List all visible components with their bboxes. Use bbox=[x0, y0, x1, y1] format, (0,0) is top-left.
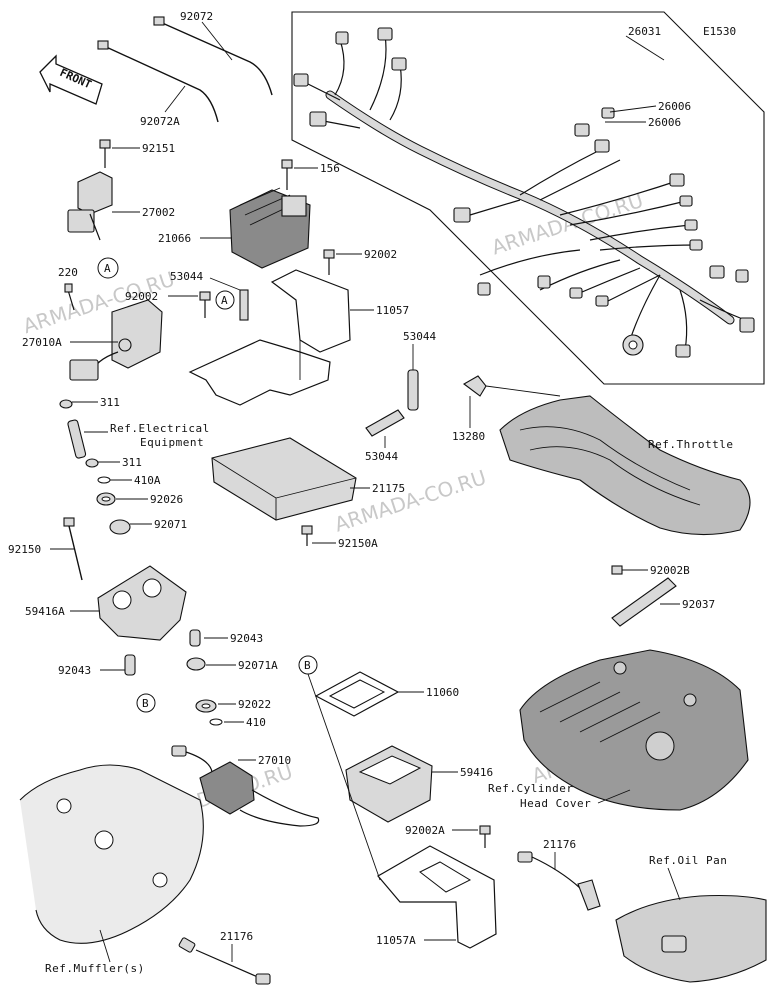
ref-throttle: Ref.Throttle bbox=[648, 438, 733, 451]
oil-pan-ref bbox=[517, 851, 767, 983]
label-11057: 11057 bbox=[376, 304, 409, 317]
label-11057A: 11057A bbox=[376, 934, 416, 947]
ecu-21175 bbox=[211, 437, 357, 546]
label-311-top: 311 bbox=[100, 396, 120, 409]
ref-electrical-1: Ref.Electrical bbox=[110, 422, 210, 435]
bracket-11057: A bbox=[188, 249, 351, 406]
label-410: 410 bbox=[246, 716, 266, 729]
label-13280: 13280 bbox=[452, 430, 485, 443]
ref-electrical-2: Equipment bbox=[140, 436, 204, 449]
label-92026: 92026 bbox=[150, 493, 183, 506]
label-21176-bottom: 21176 bbox=[220, 930, 253, 943]
label-53044-bottom: 53044 bbox=[365, 450, 398, 463]
label-92002A: 92002A bbox=[405, 824, 445, 837]
ref-muffler: Ref.Muffler(s) bbox=[45, 962, 145, 975]
label-59416A: 59416A bbox=[25, 605, 65, 618]
cylinder-head-cover bbox=[519, 565, 749, 811]
watermark-3: ARMADA-CO.RU bbox=[332, 465, 490, 537]
gasket-group: B bbox=[298, 655, 497, 949]
cable-ties bbox=[97, 16, 273, 123]
throttle-ref bbox=[463, 375, 751, 536]
ref-oil-pan: Ref.Oil Pan bbox=[649, 854, 727, 867]
left-stack bbox=[59, 399, 131, 535]
label-92002B: 92002B bbox=[650, 564, 690, 577]
label-92071: 92071 bbox=[154, 518, 187, 531]
label-311-bottom: 311 bbox=[122, 456, 142, 469]
label-21066: 21066 bbox=[158, 232, 191, 245]
diagram-code: E1530 bbox=[703, 25, 736, 38]
sensor-27010 bbox=[171, 745, 320, 827]
label-11060: 11060 bbox=[426, 686, 459, 699]
label-92002-top: 92002 bbox=[364, 248, 397, 261]
label-220: 220 bbox=[58, 266, 78, 279]
regulator-21066 bbox=[229, 159, 311, 269]
label-21176-right: 21176 bbox=[543, 838, 576, 851]
label-26006-b: 26006 bbox=[648, 116, 681, 129]
relay-27002: A bbox=[67, 139, 119, 279]
harness-group bbox=[291, 11, 765, 385]
sensor-21176-bottom bbox=[178, 937, 271, 985]
label-156: 156 bbox=[320, 162, 340, 175]
label-92037: 92037 bbox=[682, 598, 715, 611]
marker-b-holder: B bbox=[142, 697, 149, 710]
spacers-53044 bbox=[365, 369, 419, 437]
label-92043-left: 92043 bbox=[58, 664, 91, 677]
label-27010A: 27010A bbox=[22, 336, 62, 349]
label-410A: 410A bbox=[134, 474, 161, 487]
label-92071A: 92071A bbox=[238, 659, 278, 672]
label-92150: 92150 bbox=[8, 543, 41, 556]
label-92072A: 92072A bbox=[140, 115, 180, 128]
ref-cylinder-1: Ref.Cylinder bbox=[488, 782, 573, 795]
label-92002-left: 92002 bbox=[125, 290, 158, 303]
marker-a-relay: A bbox=[104, 262, 111, 275]
label-92022: 92022 bbox=[238, 698, 271, 711]
label-92150A: 92150A bbox=[338, 537, 378, 550]
label-26006-a: 26006 bbox=[658, 100, 691, 113]
sensor-27010A bbox=[64, 283, 163, 381]
label-92043-right: 92043 bbox=[230, 632, 263, 645]
marker-b-gasket: B bbox=[304, 659, 311, 672]
label-21175: 21175 bbox=[372, 482, 405, 495]
label-92151: 92151 bbox=[142, 142, 175, 155]
label-59416: 59416 bbox=[460, 766, 493, 779]
label-53044-top: 53044 bbox=[170, 270, 203, 283]
label-27010: 27010 bbox=[258, 754, 291, 767]
ref-cylinder-2: Head Cover bbox=[520, 797, 591, 810]
leader-26031 bbox=[625, 35, 665, 61]
label-92072: 92072 bbox=[180, 10, 213, 23]
label-27002: 27002 bbox=[142, 206, 175, 219]
muffler-ref bbox=[19, 764, 204, 963]
marker-a-bracket: A bbox=[221, 294, 228, 307]
front-arrow: FRONT bbox=[39, 54, 103, 105]
label-53044-right: 53044 bbox=[403, 330, 436, 343]
label-26031: 26031 bbox=[628, 25, 661, 38]
holder-59416A: B bbox=[63, 517, 223, 726]
